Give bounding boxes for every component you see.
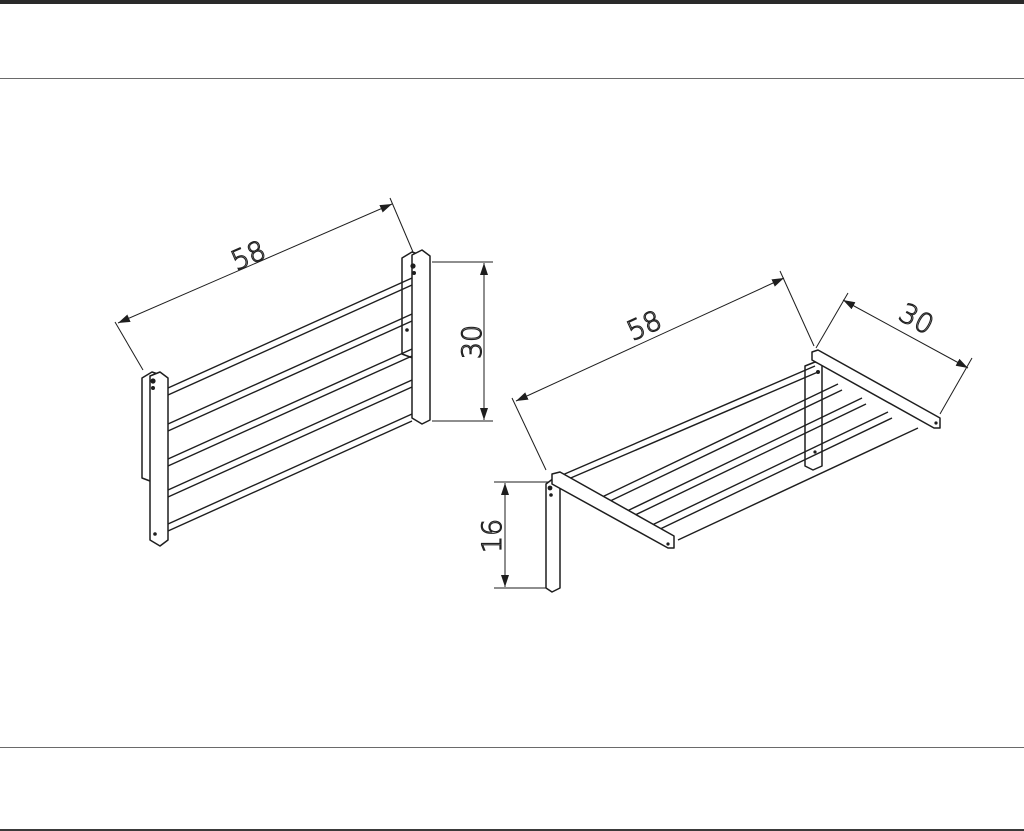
folded-width-label: 58: [227, 235, 271, 277]
folded-rack-view: 58 30: [114, 197, 493, 547]
footer-divider: [0, 747, 1024, 748]
open-back-arm: [811, 349, 941, 429]
open-height-label: 16: [477, 519, 508, 553]
folded-rods: [167, 277, 413, 532]
folded-left-bracket: [141, 371, 169, 547]
top-border: [0, 0, 1024, 4]
folded-height-label: 30: [457, 325, 488, 359]
header-divider: [0, 78, 1024, 79]
open-width-dimension: 58: [511, 270, 815, 471]
open-rack-view: 58 30 16: [476, 270, 973, 593]
folded-height-dimension: 30: [432, 261, 493, 422]
open-depth-label: 30: [894, 298, 939, 342]
open-height-dimension: 16: [476, 481, 548, 589]
open-width-label: 58: [622, 305, 666, 347]
open-front-bracket: [545, 471, 675, 593]
bottom-border: [0, 829, 1024, 831]
folded-right-bracket: [401, 249, 431, 425]
open-back-bracket: [804, 361, 823, 471]
